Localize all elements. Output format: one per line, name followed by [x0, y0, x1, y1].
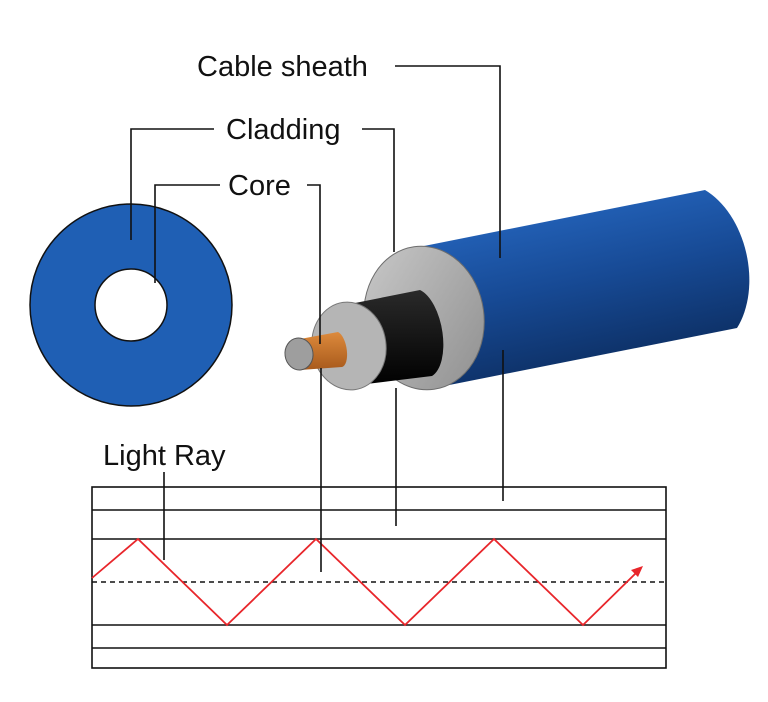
label-light-ray: Light Ray — [103, 440, 226, 472]
label-cable-sheath: Cable sheath — [197, 51, 368, 83]
light-ray-zigzag — [91, 537, 639, 627]
label-cladding: Cladding — [226, 114, 340, 146]
label-core: Core — [228, 170, 291, 202]
leader-core-cable — [307, 184, 321, 344]
leader-cladding-ring — [130, 128, 214, 240]
leader-core-ring — [154, 184, 220, 283]
cross-section — [29, 203, 233, 407]
cross-section-core-hole — [94, 268, 168, 342]
cable-sheath-body — [424, 190, 750, 390]
light-ray-arrowhead — [631, 566, 643, 577]
leader-cladding-cable — [362, 128, 395, 252]
light-guide-diagram — [91, 486, 667, 669]
leader-lines — [130, 65, 504, 572]
core-end-face — [284, 337, 314, 371]
cable-3d — [284, 190, 750, 391]
leader-cable-sheath — [395, 65, 501, 258]
